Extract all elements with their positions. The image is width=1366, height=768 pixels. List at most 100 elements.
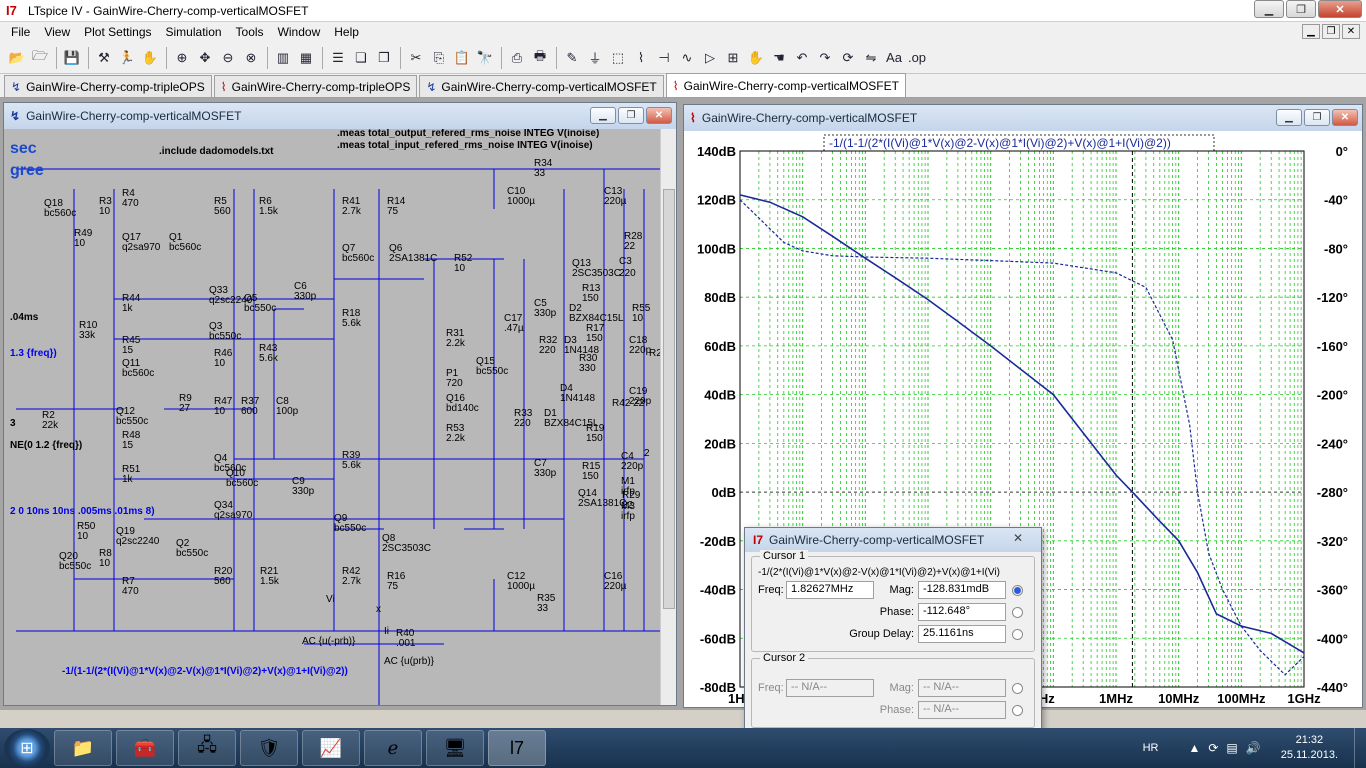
component-q4-name[interactable]: Q4 <box>214 453 228 464</box>
clipped-source-text[interactable]: .04ms <box>10 312 39 323</box>
clipped-source-text[interactable]: 3 <box>10 418 16 429</box>
component-r53-value[interactable]: 2.2k <box>446 433 465 444</box>
cursor1-mag-radio[interactable] <box>1012 584 1023 596</box>
start-button[interactable]: ⊞ <box>4 729 50 767</box>
component-r44-name[interactable]: R44 <box>122 293 141 304</box>
pan-icon[interactable]: ✥ <box>199 49 211 65</box>
component-r6-value[interactable]: 1.5k <box>259 206 278 217</box>
component-r5-value[interactable]: 560 <box>214 206 231 217</box>
schematic-minimize-button[interactable]: ▁ <box>590 107 616 124</box>
component-r16-name[interactable]: R16 <box>387 571 406 582</box>
menu-tools[interactable]: Tools <box>235 25 264 39</box>
open-icon[interactable]: 🗁 <box>31 47 49 63</box>
component-r20-name[interactable]: R20 <box>214 566 233 577</box>
schematic-vertical-scrollbar[interactable] <box>660 129 676 705</box>
component-q8-name[interactable]: Q8 <box>382 533 396 544</box>
net-label[interactable]: x <box>376 604 381 615</box>
remote-desktop-icon[interactable]: 🖥 <box>426 730 484 766</box>
tab-waveform-tripleops[interactable]: ⌇GainWire-Cherry-comp-tripleOPS <box>213 75 418 97</box>
clipped-source-text[interactable]: sec <box>10 140 37 157</box>
print-icon[interactable]: 🖶 <box>533 47 547 63</box>
component-r51-name[interactable]: R51 <box>122 464 141 475</box>
waveform-minimize-button[interactable]: ▁ <box>1276 109 1302 126</box>
component-r53-name[interactable]: R53 <box>446 423 465 434</box>
component-d1-name[interactable]: D1 <box>544 408 557 419</box>
autorange-icon[interactable]: ▥ <box>276 49 290 65</box>
component-r28-name[interactable]: R28 <box>624 231 643 242</box>
clipped-source-text[interactable]: 1.3 {freq}) <box>10 348 57 359</box>
component-r8-value[interactable]: 10 <box>99 558 111 569</box>
open-schematic-icon[interactable]: 📂 <box>8 49 26 65</box>
component-q9-value[interactable]: bc550c <box>334 523 367 534</box>
component-r3-value[interactable]: 10 <box>99 206 111 217</box>
ltspice-icon[interactable]: Ɩ7 <box>488 730 546 766</box>
menu-window[interactable]: Window <box>277 25 321 39</box>
component-c16-value[interactable]: 220µ <box>604 581 627 592</box>
component-c7-name[interactable]: C7 <box>534 458 547 469</box>
component-r13-value[interactable]: 150 <box>582 293 599 304</box>
component-r4-name[interactable]: R4 <box>122 188 135 199</box>
halt-icon[interactable]: ✋ <box>141 49 159 65</box>
component-d2-name[interactable]: D2 <box>569 303 582 314</box>
component-m1-name[interactable]: M1 <box>621 476 635 487</box>
component-c18-value[interactable]: 220p <box>629 345 652 356</box>
component-r45-name[interactable]: R45 <box>122 335 141 346</box>
component-r39-value[interactable]: 5.6k <box>342 460 361 471</box>
component-c5-name[interactable]: C5 <box>534 298 547 309</box>
component-r2-name[interactable]: R2 <box>42 410 55 421</box>
component-q10-value[interactable]: bc560c <box>226 478 259 489</box>
print-setup-icon[interactable]: ⎙ <box>511 49 523 65</box>
component-m3-name[interactable]: M3 <box>621 501 635 512</box>
undo-icon[interactable]: ↶ <box>796 49 808 65</box>
component-q16-name[interactable]: Q16 <box>446 393 465 404</box>
zoom-fit-icon[interactable]: ⊗ <box>245 49 257 65</box>
component-r34-name[interactable]: R34 <box>534 158 553 169</box>
ie-icon[interactable]: ℯ <box>364 730 422 766</box>
component-c17-value[interactable]: .47µ <box>504 323 524 334</box>
menu-file[interactable]: File <box>11 25 31 39</box>
component-r40-value[interactable]: .001 <box>396 638 416 649</box>
component-r9-value[interactable]: 27 <box>179 403 191 414</box>
component-r35-value[interactable]: 33 <box>537 603 549 614</box>
spice-directive-icon[interactable]: .op <box>907 50 927 65</box>
sync-icon[interactable]: ⟳ <box>1208 741 1219 755</box>
component-q13-name[interactable]: Q13 <box>572 258 591 269</box>
component-q5-value[interactable]: bc550c <box>244 303 277 314</box>
control-panel-icon[interactable]: ⚒ <box>98 49 110 65</box>
component-c19-value[interactable]: 220p <box>629 396 652 407</box>
component-q19-value[interactable]: q2sc2240 <box>116 536 160 547</box>
component-r5-name[interactable]: R5 <box>214 196 227 207</box>
find-icon[interactable]: 🔭 <box>476 49 494 65</box>
mdi-minimize-button[interactable]: ▁ <box>1302 24 1320 39</box>
component-q17-value[interactable]: q2sa970 <box>122 242 161 253</box>
spice-directive[interactable]: .include dadomodels.txt <box>159 146 274 157</box>
net-label[interactable]: 2 <box>644 448 650 459</box>
component-d1-value[interactable]: BZX84C15L <box>544 418 599 429</box>
mdi-close-button[interactable]: ✕ <box>1342 24 1360 39</box>
setup-icon[interactable]: 🧰 <box>116 730 174 766</box>
component-r3-name[interactable]: R3 <box>99 196 112 207</box>
component-r13-name[interactable]: R13 <box>582 283 601 294</box>
cut-icon[interactable]: ✂ <box>410 49 422 65</box>
schematic-close-button[interactable]: ✕ <box>646 107 672 124</box>
component-q4-value[interactable]: bc560c <box>214 463 247 474</box>
language-indicator[interactable]: HR <box>1142 742 1159 754</box>
component-q2-name[interactable]: Q2 <box>176 538 190 549</box>
show-hidden-icons-icon[interactable]: ▲ <box>1188 741 1201 755</box>
network-icon[interactable]: 🖧 <box>178 730 236 766</box>
component-c16-name[interactable]: C16 <box>604 571 623 582</box>
save-icon[interactable]: 💾 <box>63 49 81 65</box>
component-r17-name[interactable]: R17 <box>586 323 605 334</box>
component-q18-name[interactable]: Q18 <box>44 198 63 209</box>
component-r10-name[interactable]: R10 <box>79 320 98 331</box>
component-r45-value[interactable]: 15 <box>122 345 134 356</box>
close-button[interactable]: ✕ <box>1318 0 1362 18</box>
component-c6-value[interactable]: 330p <box>294 291 317 302</box>
component-r16-value[interactable]: 75 <box>387 581 399 592</box>
drag-icon[interactable]: ☚ <box>773 49 785 65</box>
component-c6-name[interactable]: C6 <box>294 281 307 292</box>
component-r37-value[interactable]: 600 <box>241 406 258 417</box>
component-q11-name[interactable]: Q11 <box>122 358 141 369</box>
component-r43-value[interactable]: 5.6k <box>259 353 278 364</box>
component-icon[interactable]: ⊞ <box>727 49 739 65</box>
